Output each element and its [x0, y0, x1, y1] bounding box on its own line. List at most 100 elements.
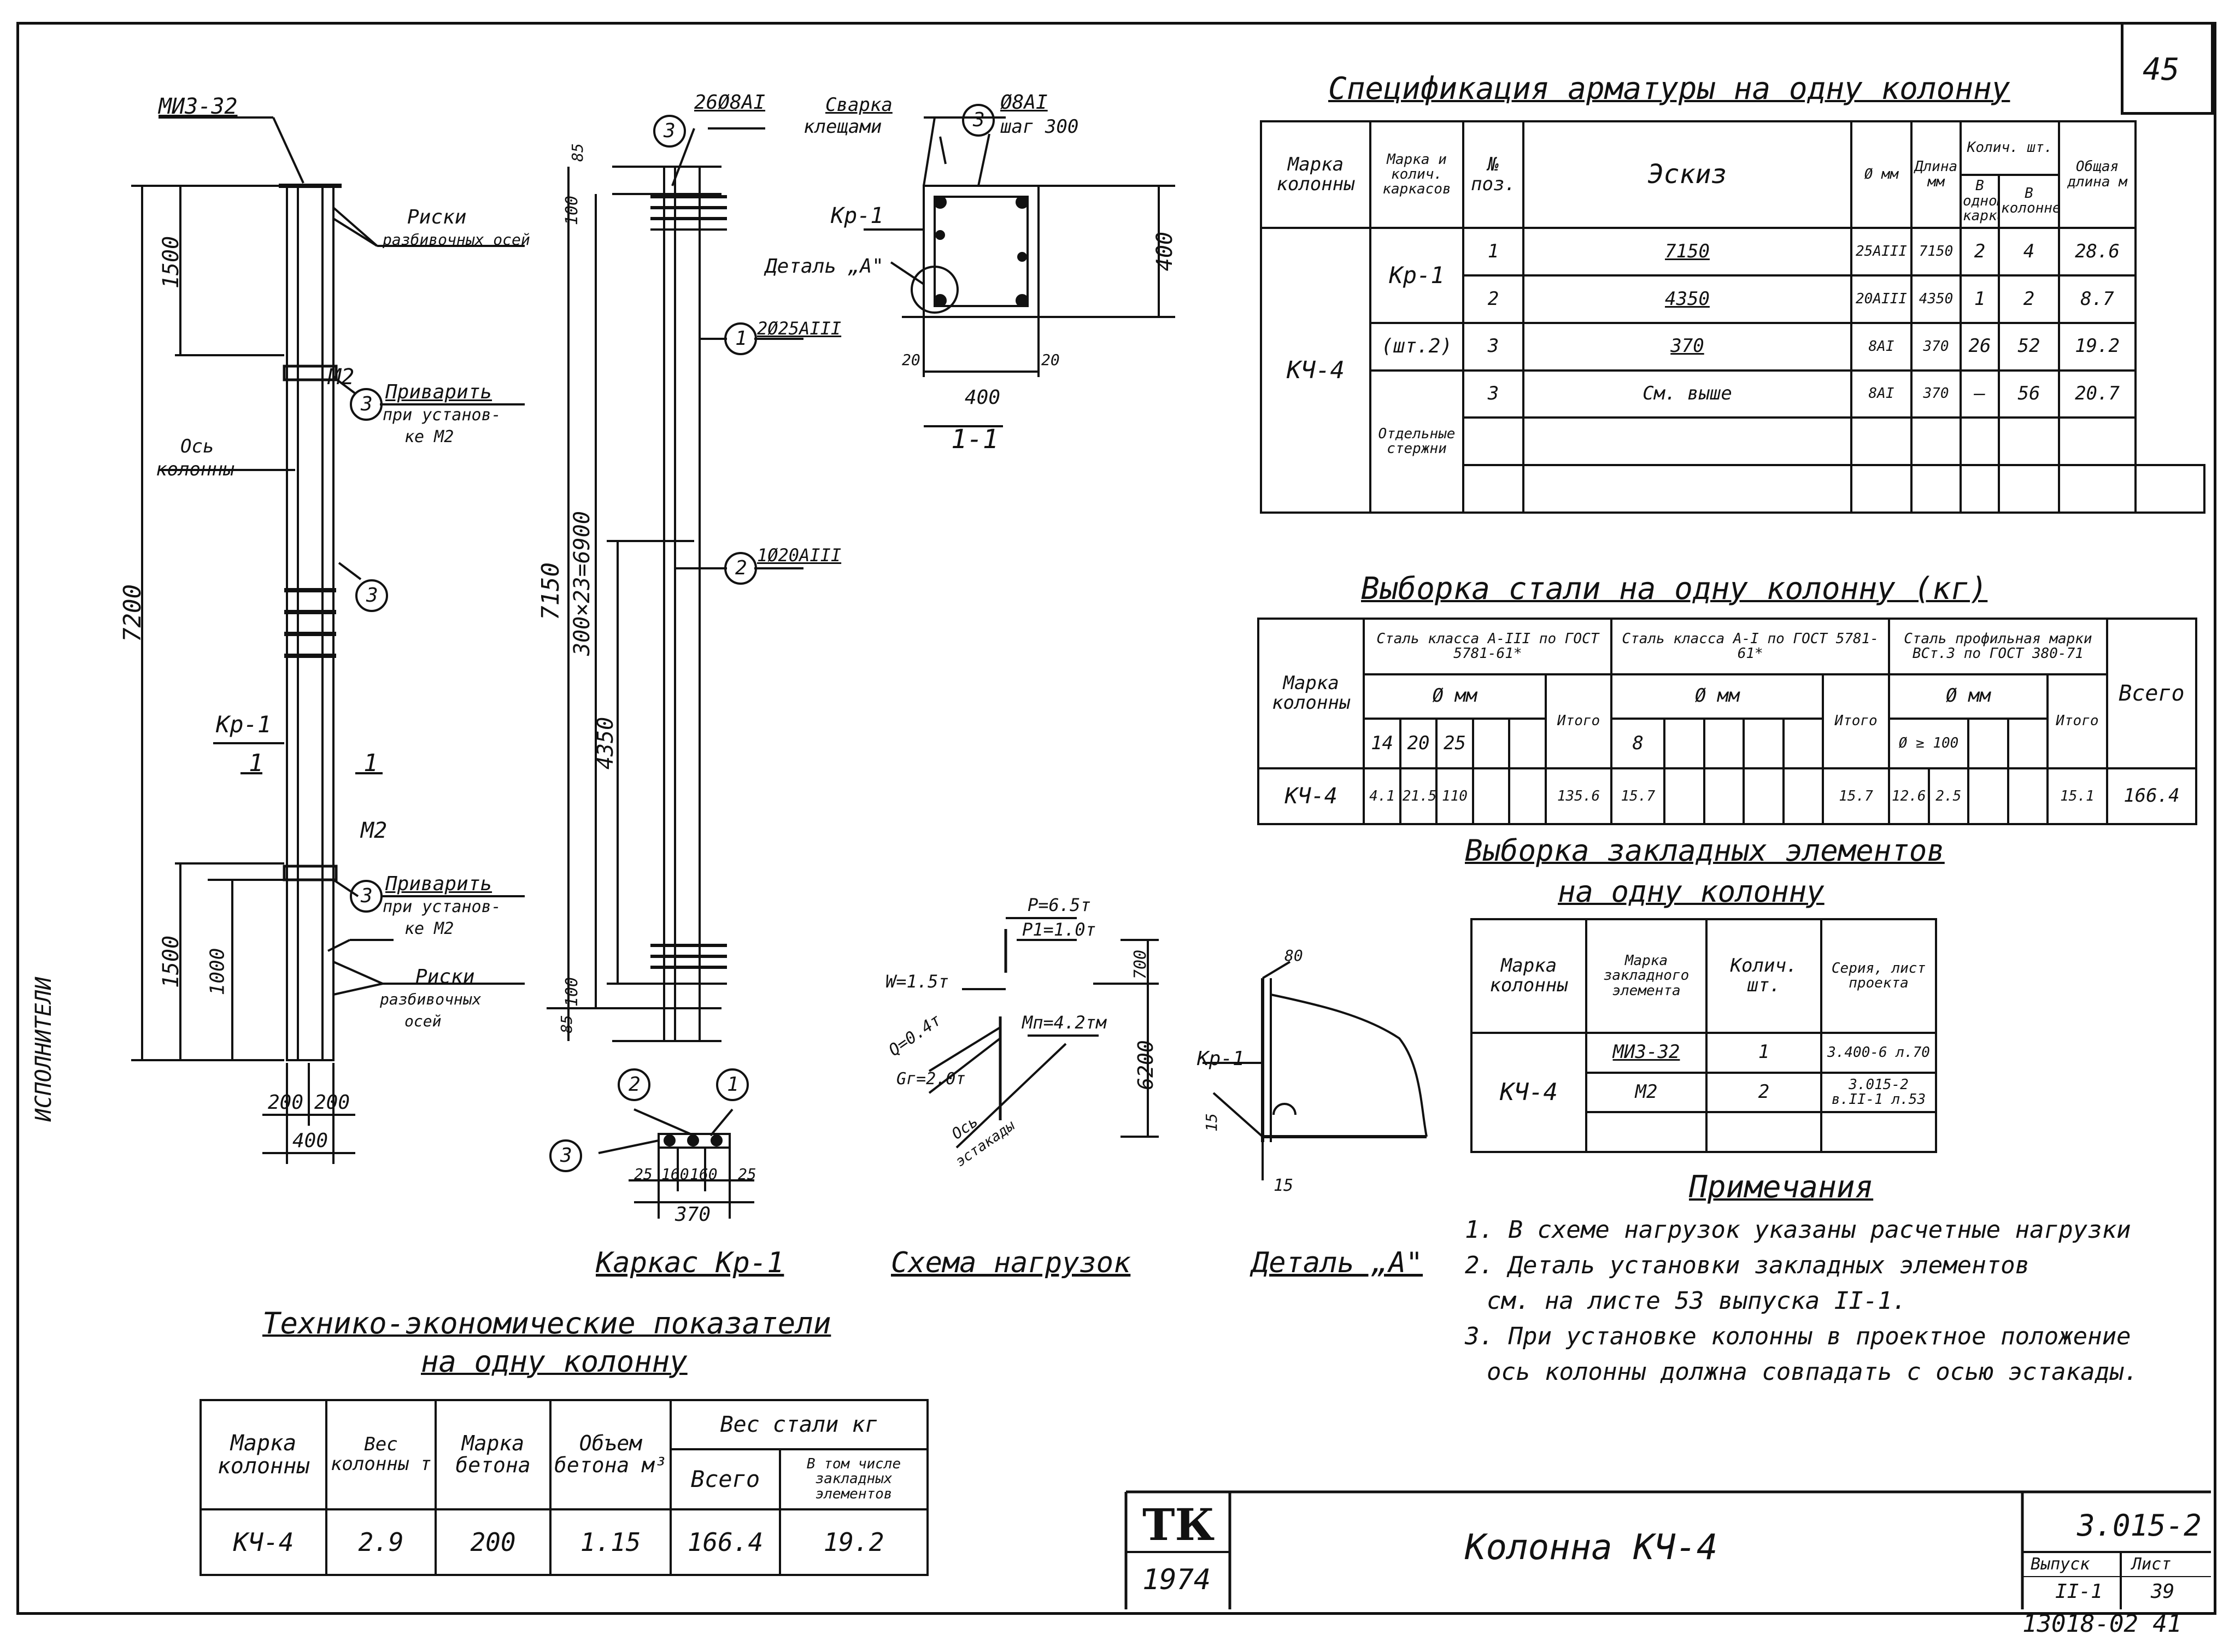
callout-3-mid-num: 3: [366, 584, 378, 607]
notes-title: Примечания: [1689, 1169, 1874, 1205]
dim-100-top: 100: [562, 195, 582, 226]
spec-frame-mark: Кр-1: [1369, 227, 1464, 324]
dim-700: 700: [1131, 949, 1151, 980]
year: 1974: [1142, 1563, 1211, 1596]
callout-3-top-num: 3: [361, 393, 373, 415]
section-mark-left: 1: [249, 749, 263, 777]
label-2-25AIII: 2Ø25АIII: [757, 318, 842, 339]
load-w: W=1.5т: [885, 971, 949, 992]
note-line-4: 3. При установке колонны в проектное пол…: [1465, 1322, 2131, 1350]
dim-25-left: 25: [634, 1165, 653, 1183]
steel-h-grand: Всего: [2105, 617, 2198, 770]
risk-label-2c: осей: [404, 1012, 442, 1030]
dim-160-a: 160: [661, 1165, 689, 1183]
kr1-sec-label: Кр-1: [831, 203, 884, 228]
callout-3-frame-num: 3: [664, 120, 676, 142]
spec-col-mark: КЧ-4: [1260, 227, 1371, 514]
detail-a-caption: Деталь „А": [1252, 1247, 1423, 1279]
dim-6900: 300×23=6900: [570, 511, 595, 656]
steel-h-dia2: Ø мм: [1610, 673, 1825, 720]
dim-400-sec-b: 400: [965, 386, 1001, 409]
steel-h-mark: Марка колонны: [1257, 617, 1365, 770]
spec-separate: Отдельные стержни: [1369, 369, 1464, 514]
note-line-5: ось колонны должна совпадать с осью эста…: [1487, 1358, 2139, 1386]
tech-h-all: Всего: [670, 1448, 781, 1510]
dim-25-right: 25: [738, 1165, 756, 1183]
dim-400-bottom: 400: [292, 1130, 328, 1152]
weld-label-bottom-c: ке М2: [404, 919, 454, 938]
weld-label-top-c: ке М2: [404, 427, 454, 446]
steel-h-group3: Сталь профильная марки ВСт.3 по ГОСТ 380…: [1888, 618, 2108, 675]
steel-row: КЧ-4 4.1 21.5 110 135.6 15.7 15.7 12.6 2…: [1257, 767, 2198, 825]
embed-h-ref: Серия, лист проекта: [1820, 918, 1937, 1034]
dim-1500-bottom: 1500: [159, 935, 184, 989]
spec-h-qty-group: Колич. шт.: [1959, 120, 2061, 176]
dim-400-sec: 400: [1152, 231, 1178, 272]
callout-2-num: 2: [735, 557, 747, 579]
dim-4350: 4350: [593, 716, 619, 770]
load-p: P=6.5т: [1028, 895, 1091, 915]
spec-row: Отдельные стержни 3 См. выше 8АI 370 – 5…: [1261, 369, 2204, 514]
issue-label: Выпуск: [2031, 1555, 2090, 1574]
steel-table-title: Выборка стали на одну колонну (кг): [1361, 571, 1988, 607]
weld-label-bottom-b: при установ-: [383, 897, 501, 916]
embed-table-title-1: Выборка закладных элементов: [1465, 833, 1945, 868]
callout-3-bot-num: 3: [361, 885, 373, 907]
spec-frame-qty: (шт.2): [1369, 321, 1464, 372]
miz-label: МИЗ-32: [159, 94, 238, 119]
embed-row: М2 2 3.015-2 в.II-1 л.53: [1471, 1071, 1937, 1114]
tech-h-mark: Марка колонны: [200, 1399, 327, 1510]
embed-row: КЧ-4 МИЗ-32 1 3.400-6 л.70: [1470, 1031, 1937, 1154]
sheet-label: Лист: [2132, 1555, 2172, 1574]
callout-2-sec-num: 2: [629, 1073, 641, 1096]
load-p1: P1=1.0т: [1022, 919, 1096, 940]
spec-table: Марка колонны Марка и колич. каркасов № …: [1260, 120, 2205, 514]
frame-kr1-caption: Каркас Кр-1: [596, 1247, 784, 1279]
weld-label-bottom: Приварить: [385, 873, 492, 895]
callout-3-sec11-num: 3: [973, 109, 985, 131]
dim-85-top: 85: [568, 143, 586, 162]
tech-table-title-1: Технико-экономические показатели: [262, 1306, 831, 1341]
m2-label-top: М2: [328, 365, 355, 390]
sheet-number-box: [2121, 22, 2214, 115]
column-outline: [286, 185, 335, 1061]
drawing-name: Колонна КЧ-4: [1465, 1527, 1718, 1568]
spec-row: КЧ-4 Кр-1 1 7150 25АIII 7150 2 4 28.6: [1260, 227, 2204, 514]
callout-3-sec-num: 3: [560, 1144, 572, 1167]
spec-table-title: Спецификация арматуры на одну колонну: [1328, 71, 2010, 107]
spec-h-sketch: Эскиз: [1522, 120, 1852, 230]
dim-80: 80: [1284, 946, 1303, 965]
dim-15-left: 15: [1202, 1113, 1221, 1132]
risk-label-2: Риски: [415, 966, 475, 988]
stirrup-step-label: шаг 300: [1000, 116, 1079, 138]
dim-200-left: 200: [268, 1091, 304, 1114]
callout-1-sec-num: 1: [727, 1073, 739, 1096]
steel-table: Марка колонны Сталь класса А-III по ГОСТ…: [1257, 617, 2198, 825]
load-g: Gг=2.0т: [896, 1069, 966, 1089]
spec-h-total: Общая длина м: [2058, 120, 2137, 230]
dim-20-left: 20: [902, 351, 920, 369]
dim-15-bottom: 15: [1274, 1176, 1294, 1195]
spec-h-pos: № поз.: [1462, 120, 1524, 230]
axis-label-1: Ось: [180, 436, 214, 457]
risk-label-1b: разбивочных осей: [383, 231, 530, 249]
tk-logo: ТК: [1142, 1499, 1215, 1550]
spec-row: 2 4350 20АIII 4350 1 2 8.7: [1261, 274, 2204, 324]
risk-label-2b: разбивочных: [380, 990, 482, 1008]
steel-h-group1: Сталь класса А-III по ГОСТ 5781-61*: [1363, 618, 1613, 675]
kr1-detail-label: Кр-1: [1197, 1048, 1245, 1070]
note-line-1: 1. В схеме нагрузок указаны расчетные на…: [1465, 1216, 2131, 1244]
spec-row: (шт.2) 3 370 8АI 370 26 52 19.2: [1261, 321, 2204, 372]
dim-200-right: 200: [314, 1091, 350, 1114]
steel-h-total1: Итого: [1544, 673, 1613, 770]
dim-20-right: 20: [1041, 351, 1060, 369]
weld-label-top-b: при установ-: [383, 405, 501, 425]
weld-label-top: Приварить: [385, 381, 492, 403]
stamp-number: 13018-02 41: [2022, 1610, 2182, 1638]
dim-1500-top: 1500: [159, 236, 184, 289]
embed-h-mark: Марка колонны: [1470, 918, 1587, 1034]
svarka-label-1: Сварка: [825, 94, 893, 116]
dim-100-bottom: 100: [562, 977, 582, 1007]
dim-160-b: 160: [690, 1165, 718, 1183]
